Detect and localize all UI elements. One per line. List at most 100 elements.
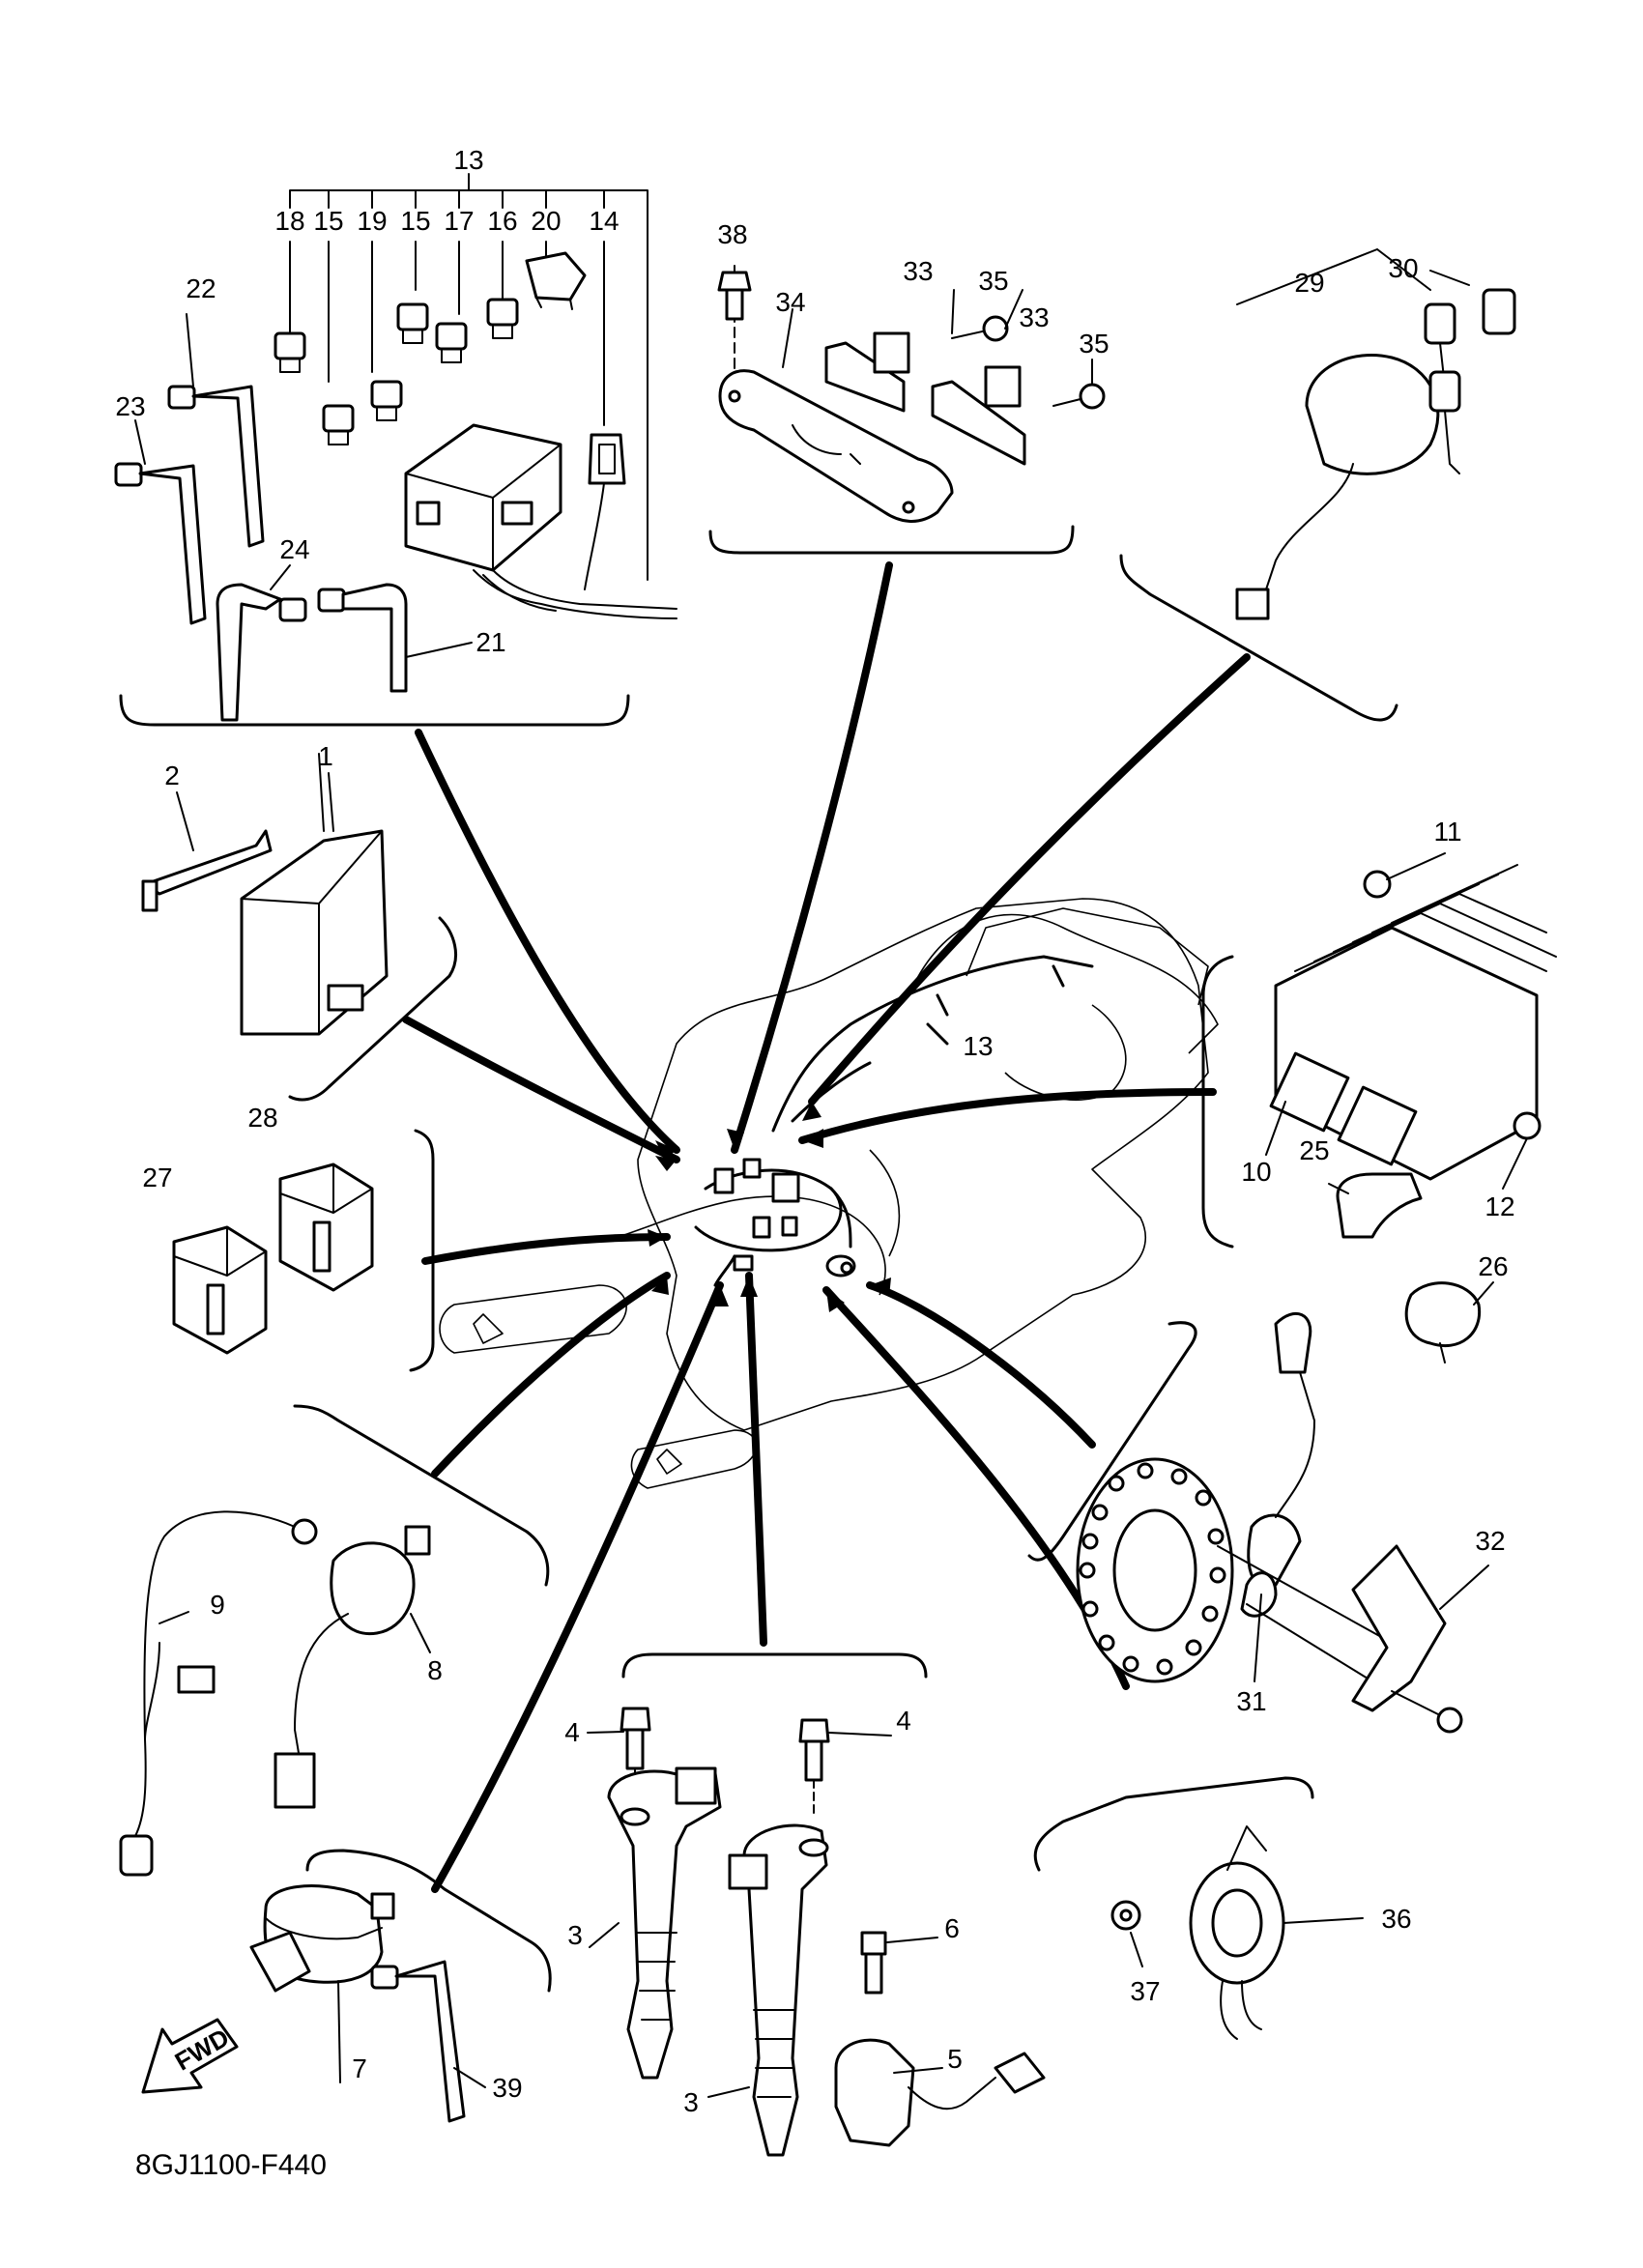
label-7: 7 [352, 2053, 367, 2083]
sensor-5 [834, 2038, 1046, 2147]
fwd-arrow: FWD [141, 2018, 239, 2094]
label-21: 21 [476, 627, 505, 657]
ecu-group [141, 753, 389, 1036]
fuse-box [404, 423, 677, 619]
label-34: 34 [775, 287, 805, 317]
relay-33a [824, 331, 910, 413]
part-labels: 13 18 15 19 15 17 16 20 14 22 23 24 21 3… [115, 145, 1514, 2117]
label-20: 20 [531, 206, 561, 236]
bolt-35a [951, 315, 1009, 342]
cable-tie-22 [167, 385, 265, 548]
label-39: 39 [492, 2073, 522, 2103]
label-36: 36 [1381, 1904, 1411, 1934]
bolt-35b [1052, 383, 1106, 410]
fuse-box-group [114, 173, 677, 722]
label-4a: 4 [564, 1717, 580, 1747]
cable-tie-23 [114, 462, 207, 625]
label-4b: 4 [896, 1706, 911, 1736]
coil-3b [728, 1823, 829, 2157]
grommet-26 [1404, 1281, 1482, 1364]
rectifier-group [1269, 864, 1557, 1364]
bracket-32 [1351, 1544, 1447, 1712]
relays-group [172, 1163, 374, 1355]
label-3a: 3 [567, 1920, 583, 1950]
label-23: 23 [115, 391, 145, 421]
fuse-15b [396, 302, 429, 344]
bolt-pickup [1391, 1690, 1463, 1734]
main-switch-group [1235, 248, 1516, 620]
central-frame-assembly [439, 898, 1219, 1489]
sensor-8 [274, 1525, 431, 1809]
label-8: 8 [427, 1655, 443, 1685]
label-10: 10 [1241, 1157, 1271, 1187]
pressure-switch-group [249, 1884, 466, 2123]
diagram-code: 8GJ1100-F440 [135, 2149, 327, 2181]
callout-ticks [134, 289, 1528, 2098]
label-38: 38 [717, 219, 747, 249]
ecu-bracket-2 [141, 829, 273, 912]
label-30: 30 [1388, 253, 1418, 283]
label-22: 22 [186, 273, 216, 303]
label-32: 32 [1475, 1526, 1505, 1556]
label-16: 16 [487, 206, 517, 236]
label-14: 14 [589, 206, 619, 236]
label-29: 29 [1294, 268, 1324, 298]
label-6: 6 [944, 1913, 960, 1943]
fuse-18 [274, 331, 306, 373]
fuse-19 [370, 380, 403, 421]
label-3b: 3 [683, 2087, 699, 2117]
fuse-box-cover-20 [525, 251, 587, 310]
label-11: 11 [1433, 817, 1461, 847]
label-13-center: 13 [963, 1031, 993, 1061]
label-5: 5 [947, 2044, 963, 2074]
pickup-coil-group [1076, 1311, 1463, 1734]
key-cap-30 [1482, 288, 1516, 335]
label-19: 19 [357, 206, 387, 236]
lead-9 [119, 1510, 318, 1877]
fuse-17 [435, 322, 468, 363]
relay-33b [931, 365, 1026, 466]
coil-3a [607, 1766, 722, 2080]
label-37: 37 [1130, 1976, 1160, 2006]
label-9: 9 [210, 1590, 225, 1620]
bolt-38 [717, 271, 752, 321]
bolt-6 [860, 1931, 887, 1995]
nut-11 [1363, 870, 1392, 899]
washer-37 [1110, 1900, 1141, 1931]
label-27: 27 [142, 1163, 172, 1192]
label-15a: 15 [313, 206, 343, 236]
label-35b: 35 [1079, 329, 1109, 359]
label-18: 18 [274, 206, 304, 236]
label-26: 26 [1478, 1251, 1508, 1281]
label-28: 28 [247, 1103, 277, 1133]
bolt-4a [620, 1707, 651, 1808]
rotor-disk [1076, 1457, 1234, 1683]
label-12: 12 [1484, 1191, 1514, 1221]
label-17: 17 [444, 206, 474, 236]
cable-tie-24 [216, 583, 307, 722]
label-15b: 15 [400, 206, 430, 236]
bolt-4b [798, 1718, 830, 1818]
label-25: 25 [1299, 1135, 1329, 1165]
key-b [1428, 370, 1461, 474]
washer-12 [1513, 1111, 1542, 1140]
label-33a: 33 [903, 256, 933, 286]
clamp-25 [1336, 1172, 1423, 1239]
sensor-lead-group [119, 1510, 431, 1877]
sensor-36-group [1110, 1825, 1285, 2040]
ignition-coil-group [607, 1707, 1046, 2157]
leader-lines [402, 561, 1251, 1893]
label-13-top: 13 [453, 145, 483, 175]
label-1: 1 [318, 741, 333, 771]
group-brackets [119, 525, 1398, 1993]
fuse-15a [322, 404, 355, 445]
relay-bracket-group [717, 265, 1106, 523]
pickup-coil-31 [1217, 1311, 1393, 1682]
relay-27 [172, 1225, 268, 1355]
label-24: 24 [279, 534, 309, 564]
relay-28 [278, 1163, 374, 1292]
connector-14 [584, 433, 626, 590]
label-35a: 35 [978, 266, 1008, 296]
cable-tie-39 [370, 1960, 466, 2123]
